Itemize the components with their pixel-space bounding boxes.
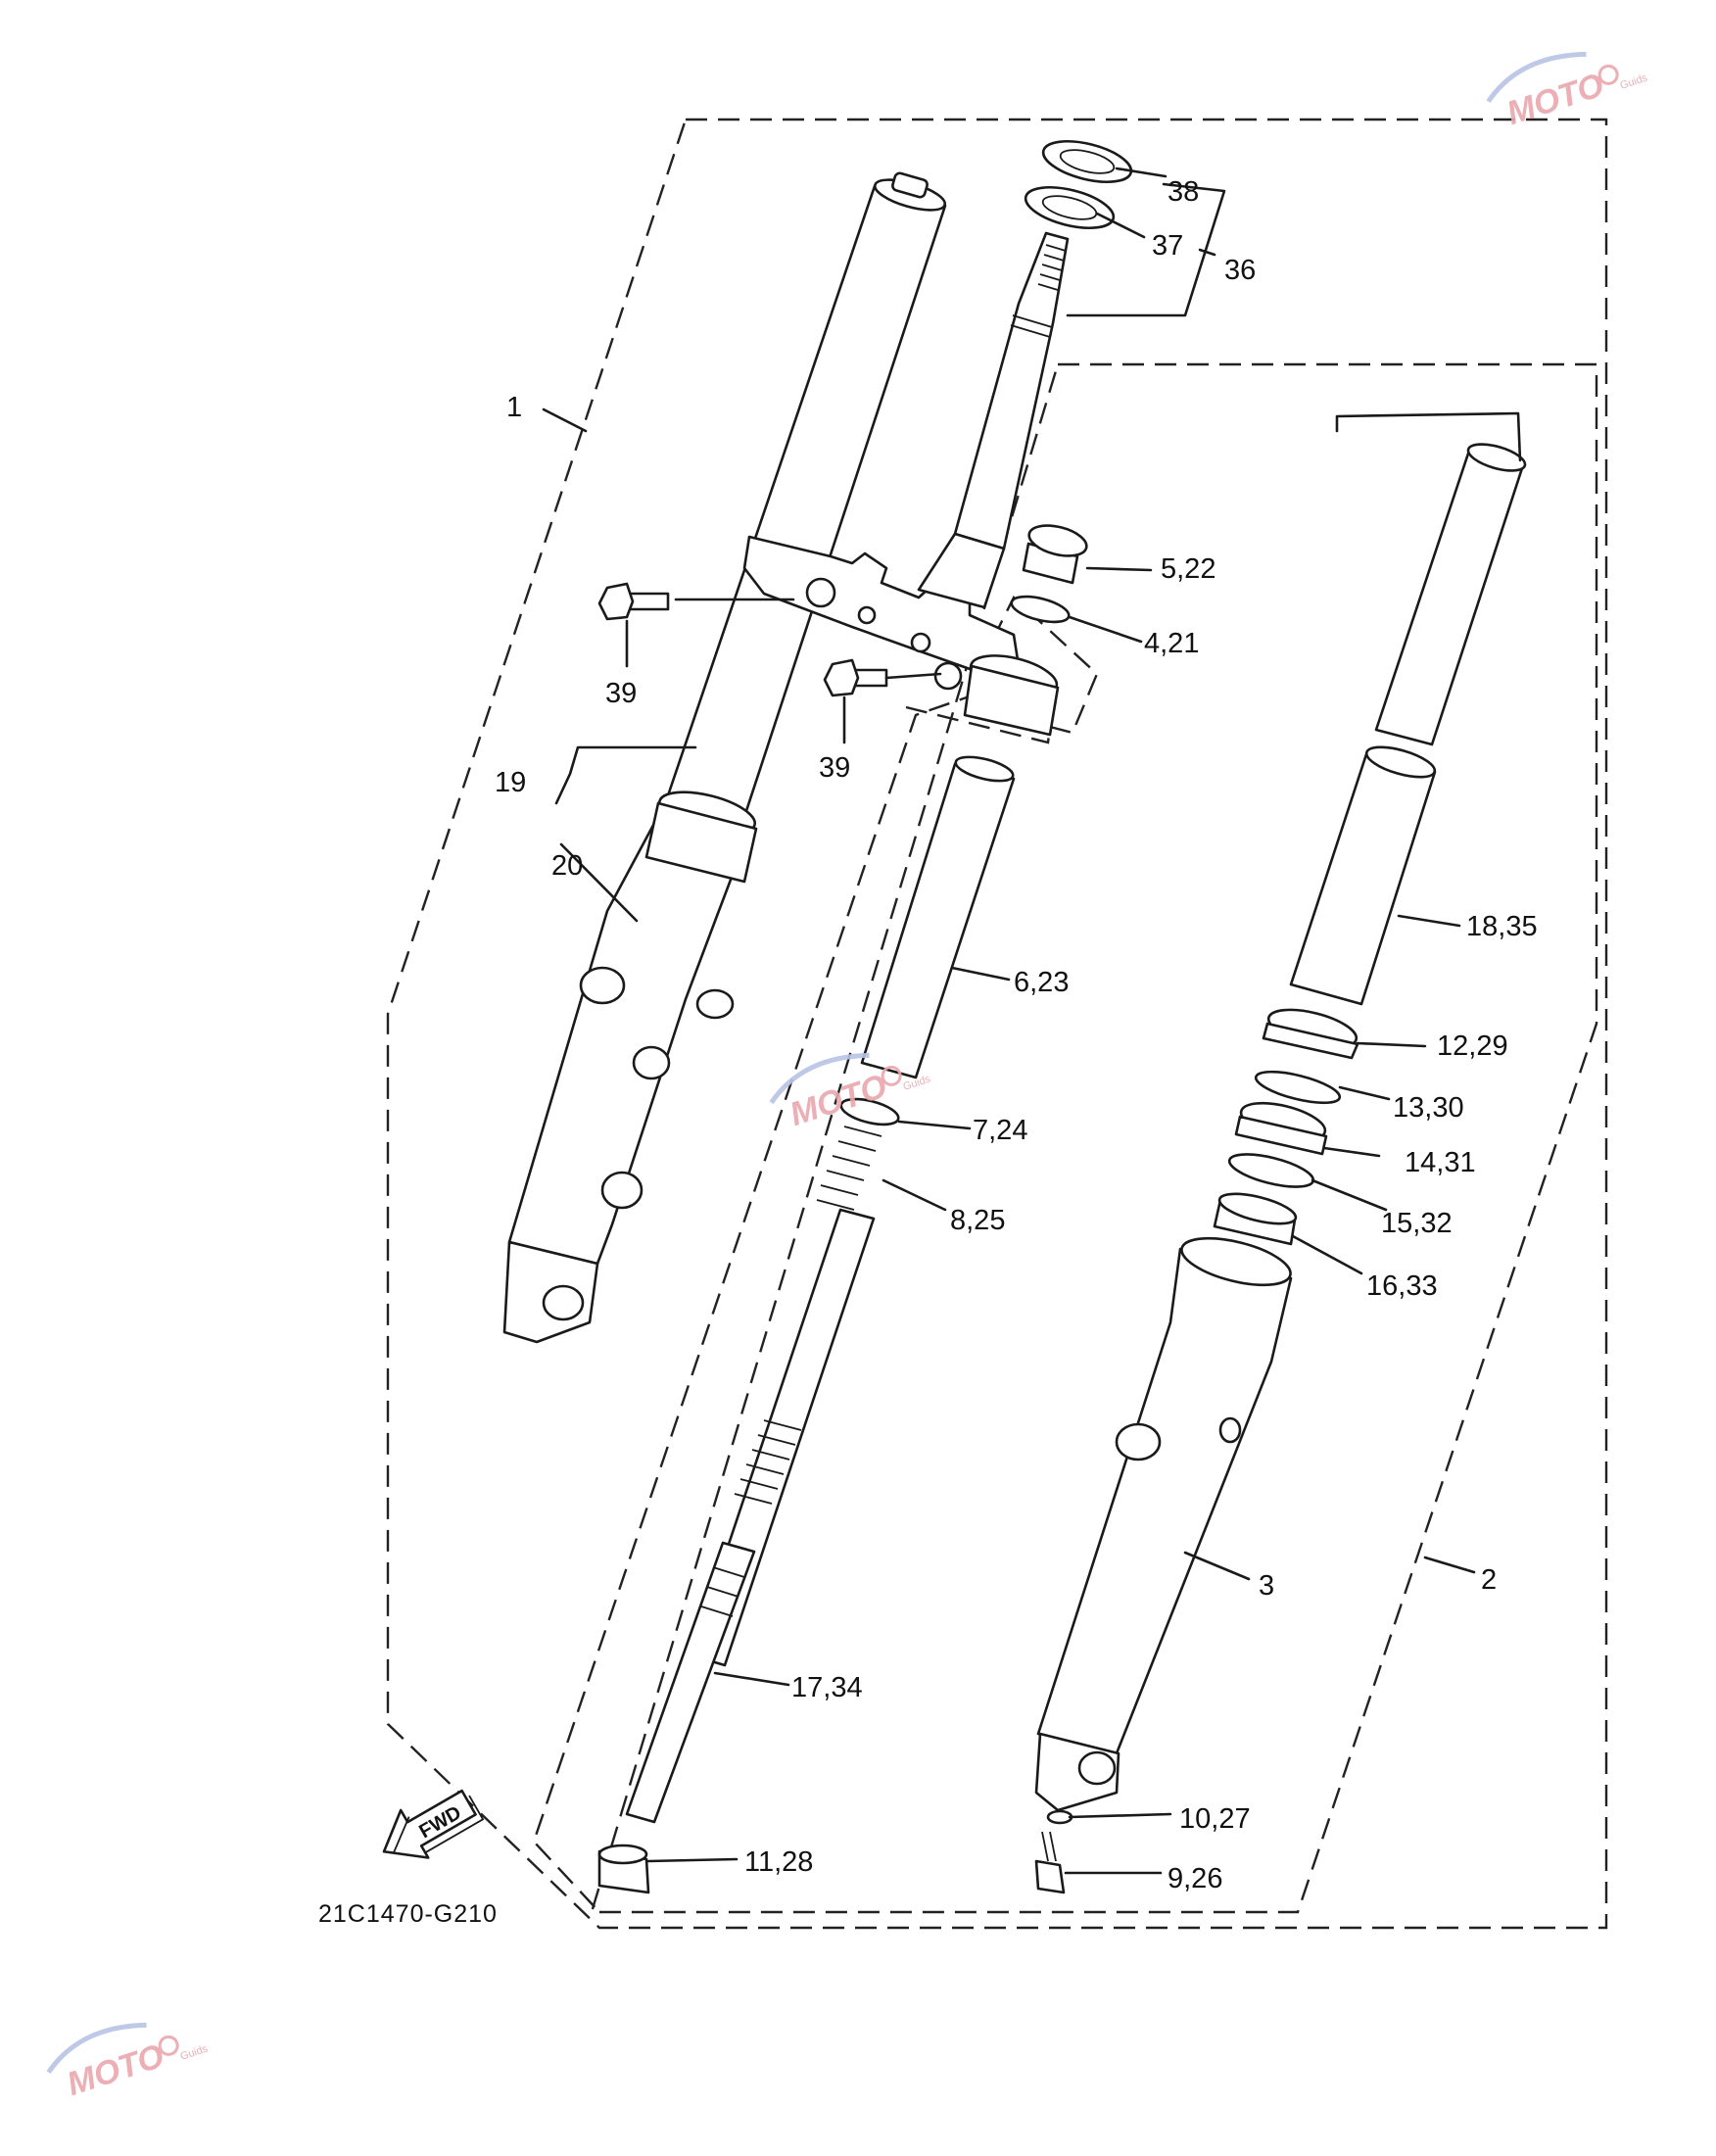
inner-tube-left	[664, 184, 947, 825]
label-19: 19	[495, 767, 526, 798]
label-37: 37	[1152, 230, 1183, 262]
label-17-34: 17,34	[791, 1672, 863, 1703]
clip-13-30	[1254, 1070, 1342, 1105]
label-12-29: 12,29	[1437, 1030, 1508, 1062]
outer-tube-left-boot	[644, 801, 758, 884]
bolt-9-26	[1034, 1859, 1066, 1894]
label-5-22: 5,22	[1161, 553, 1216, 585]
pinch-bolt-1	[627, 592, 670, 611]
stem-base	[917, 532, 1006, 609]
caliper-mount-c	[632, 1045, 671, 1080]
group-boundary-1	[386, 118, 1608, 1930]
label-36: 36	[1224, 255, 1256, 286]
part-labels: 38 37 36 1 5,22 4,21 39 39 19 20 18,35 6…	[495, 176, 1538, 1894]
washer-10-27	[1046, 1809, 1073, 1825]
label-3: 3	[1259, 1570, 1274, 1602]
label-13-30: 13,30	[1393, 1092, 1464, 1124]
pinch-bolts	[597, 582, 888, 697]
label-4-21: 4,21	[1144, 628, 1199, 659]
spring-8-25	[816, 1126, 882, 1211]
svg-text:MOTO: MOTO	[1502, 67, 1608, 132]
caliper-mount-a	[579, 966, 626, 1005]
fork-assembly-right	[1034, 443, 1527, 1894]
caliper-mount-right	[1115, 1422, 1162, 1461]
axle-hole-right	[1077, 1750, 1117, 1786]
collar-7-24	[839, 1097, 900, 1126]
seal-38	[1041, 139, 1133, 184]
inner-tube-left-cap	[891, 171, 929, 199]
spring-6-23	[860, 762, 1016, 1079]
label-18-35: 18,35	[1466, 911, 1538, 942]
label-20: 20	[551, 850, 583, 882]
rebound-spring	[734, 1419, 802, 1505]
label-8-25: 8,25	[950, 1205, 1005, 1236]
bracket-clamp-right-body	[963, 664, 1060, 737]
label-10-27: 10,27	[1179, 1803, 1251, 1835]
watermark-logo-top: MOTO Guids	[1486, 51, 1650, 132]
label-39a: 39	[605, 678, 637, 709]
watermark-logo-bottom: MOTO Guids	[46, 2022, 211, 2103]
leader-lines	[542, 167, 1522, 1875]
svg-text:MOTO: MOTO	[63, 2037, 168, 2103]
group-boundary-2	[590, 362, 1598, 1914]
bracket-hole-c	[910, 632, 931, 653]
inner-tube-right-upper	[1374, 449, 1525, 746]
label-2: 2	[1481, 1564, 1497, 1596]
fwd-arrow-shape	[382, 1789, 477, 1859]
bracket-hole-d	[933, 661, 963, 691]
label-16-33: 16,33	[1366, 1270, 1438, 1302]
top-seals	[1024, 139, 1133, 230]
label-15-32: 15,32	[1381, 1208, 1453, 1239]
caliper-mount-b	[695, 988, 735, 1020]
internal-components	[597, 755, 1016, 1894]
label-39b: 39	[819, 752, 850, 784]
stem-thread	[1037, 244, 1067, 291]
caliper-mount-d	[600, 1171, 644, 1210]
label-1: 1	[506, 392, 522, 423]
seal-37	[1024, 185, 1116, 230]
group-boundary-inner	[532, 596, 1099, 1913]
fork-assembly-left	[502, 171, 1070, 1344]
label-38: 38	[1168, 176, 1199, 208]
bracket-hole-a	[805, 577, 836, 608]
label-6-23: 6,23	[1014, 967, 1069, 998]
label-11-28: 11,28	[744, 1846, 813, 1878]
outer-tube-right-3	[1036, 1247, 1293, 1755]
axle-hole-left	[542, 1284, 585, 1321]
label-14-31: 14,31	[1405, 1147, 1476, 1178]
stem-ring	[1010, 314, 1053, 338]
label-9-26: 9,26	[1168, 1863, 1222, 1894]
fwd-arrow: FWD	[382, 1789, 485, 1859]
label-7-24: 7,24	[973, 1115, 1027, 1146]
svg-text:Guids: Guids	[1619, 72, 1650, 91]
cap-bolt-group	[1010, 524, 1088, 624]
washer-4-21	[1010, 595, 1071, 624]
cap-bolt-top	[1027, 524, 1088, 557]
washer-15-32	[1227, 1153, 1315, 1188]
inner-tube-right-18-35	[1289, 752, 1437, 1006]
svg-text:Guids: Guids	[179, 2042, 211, 2062]
diagram-code: 21C1470-G210	[318, 1900, 498, 1928]
bracket-hole-b	[857, 605, 877, 625]
